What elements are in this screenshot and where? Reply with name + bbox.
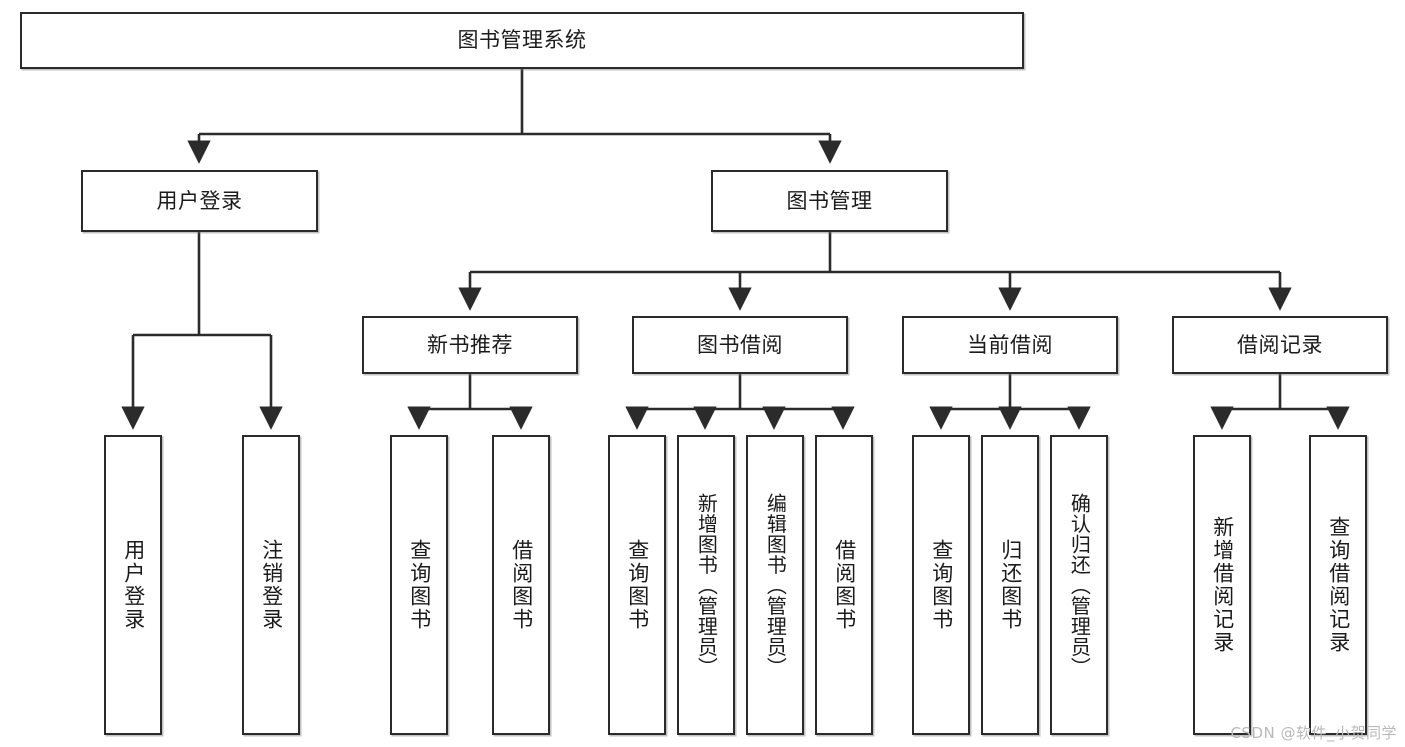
node-new-book-recommend[interactable]: 新书推荐 [362, 316, 578, 374]
node-borrow-record[interactable]: 借阅记录 [1172, 316, 1388, 374]
node-book-borrow[interactable]: 图书借阅 [632, 316, 848, 374]
leaf-query-book-2-label: 查询图书 [625, 539, 650, 631]
node-borrow-record-label: 借阅记录 [1237, 332, 1323, 357]
leaf-return-book-label: 归还图书 [998, 539, 1023, 631]
leaf-edit-book-label: 编辑图书（管理员） [763, 492, 788, 678]
node-current-borrow-label: 当前借阅 [967, 332, 1053, 357]
leaf-logout-login[interactable]: 注销登录 [242, 435, 300, 735]
csdn-watermark: CSDN @软件_小贺同学 [1230, 724, 1397, 742]
leaf-query-book-3[interactable]: 查询图书 [912, 435, 970, 735]
node-book-manage[interactable]: 图书管理 [711, 170, 948, 232]
leaf-user-login[interactable]: 用户登录 [104, 435, 162, 735]
node-user-login-label: 用户登录 [156, 188, 243, 213]
node-book-manage-label: 图书管理 [786, 188, 873, 213]
leaf-add-record-label: 新增借阅记录 [1210, 516, 1235, 654]
leaf-confirm-return-label: 确认归还（管理员） [1067, 492, 1092, 678]
leaf-query-record-label: 查询借阅记录 [1326, 516, 1351, 654]
node-root-label: 图书管理系统 [457, 28, 587, 53]
leaf-borrow-book-2-label: 借阅图书 [832, 539, 857, 631]
leaf-borrow-book-2[interactable]: 借阅图书 [815, 435, 873, 735]
leaf-add-book[interactable]: 新增图书（管理员） [677, 435, 735, 735]
leaf-logout-login-label: 注销登录 [259, 539, 284, 631]
leaf-query-book-2[interactable]: 查询图书 [608, 435, 666, 735]
leaf-return-book[interactable]: 归还图书 [981, 435, 1039, 735]
node-user-login[interactable]: 用户登录 [81, 170, 318, 232]
leaf-add-book-label: 新增图书（管理员） [694, 492, 719, 678]
leaf-query-book-1-label: 查询图书 [407, 539, 432, 631]
node-root[interactable]: 图书管理系统 [20, 12, 1024, 69]
node-book-borrow-label: 图书借阅 [697, 332, 783, 357]
leaf-user-login-label: 用户登录 [121, 539, 146, 631]
node-new-book-recommend-label: 新书推荐 [427, 332, 513, 357]
node-current-borrow[interactable]: 当前借阅 [902, 316, 1118, 374]
leaf-edit-book[interactable]: 编辑图书（管理员） [746, 435, 804, 735]
leaf-query-book-3-label: 查询图书 [929, 539, 954, 631]
leaf-confirm-return[interactable]: 确认归还（管理员） [1050, 435, 1108, 735]
leaf-query-record[interactable]: 查询借阅记录 [1309, 435, 1367, 735]
leaf-borrow-book-1[interactable]: 借阅图书 [492, 435, 550, 735]
leaf-add-record[interactable]: 新增借阅记录 [1193, 435, 1251, 735]
leaf-query-book-1[interactable]: 查询图书 [390, 435, 448, 735]
leaf-borrow-book-1-label: 借阅图书 [509, 539, 534, 631]
